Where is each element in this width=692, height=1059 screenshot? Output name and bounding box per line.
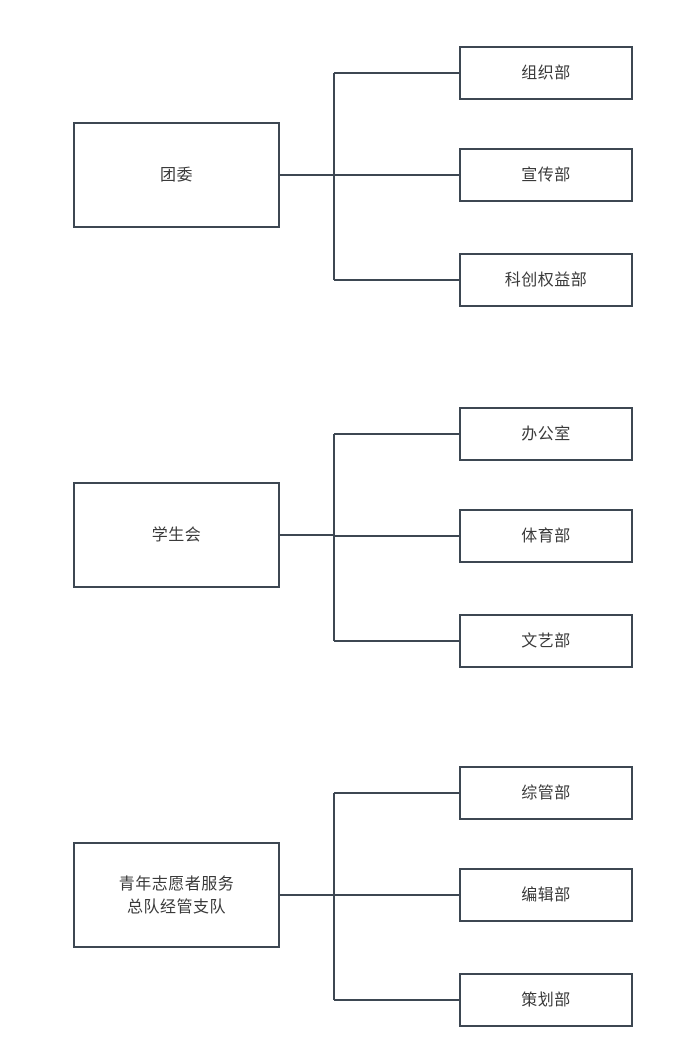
node-group-2-child-3[interactable]: 文艺部	[459, 614, 633, 668]
node-group-3-child-1[interactable]: 综管部	[459, 766, 633, 820]
node-group-1-parent[interactable]: 团委	[73, 122, 280, 228]
node-group-3-child-3[interactable]: 策划部	[459, 973, 633, 1027]
node-label: 青年志愿者服务 总队经管支队	[118, 873, 235, 916]
node-group-3-parent[interactable]: 青年志愿者服务 总队经管支队	[73, 842, 280, 948]
node-group-2-child-2[interactable]: 体育部	[459, 509, 633, 563]
node-label: 办公室	[521, 424, 571, 444]
node-group-1-child-2[interactable]: 宣传部	[459, 148, 633, 202]
node-label: 策划部	[521, 990, 571, 1010]
node-group-1-child-3[interactable]: 科创权益部	[459, 253, 633, 307]
node-group-2-parent[interactable]: 学生会	[73, 482, 280, 588]
node-label: 编辑部	[521, 885, 571, 905]
node-label: 宣传部	[521, 165, 571, 185]
node-label: 文艺部	[521, 631, 571, 651]
node-group-3-child-2[interactable]: 编辑部	[459, 868, 633, 922]
node-label: 团委	[159, 165, 193, 185]
node-label: 学生会	[151, 525, 202, 545]
node-group-2-child-1[interactable]: 办公室	[459, 407, 633, 461]
node-label: 体育部	[521, 526, 571, 546]
node-group-1-child-1[interactable]: 组织部	[459, 46, 633, 100]
node-label: 组织部	[521, 63, 571, 83]
node-label: 综管部	[521, 783, 571, 803]
node-label: 科创权益部	[504, 270, 588, 290]
